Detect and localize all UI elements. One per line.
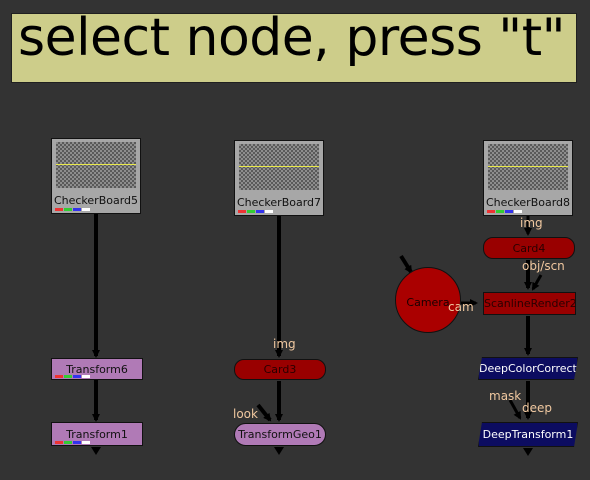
edge-objscn-input bbox=[531, 274, 543, 291]
node-label: CheckerBoard8 bbox=[485, 196, 571, 209]
output-arrow-deeptransform1 bbox=[523, 448, 533, 456]
channel-indicator bbox=[55, 375, 91, 378]
node-label: Card4 bbox=[512, 242, 546, 255]
node-checkerboard7[interactable]: CheckerBoard7 bbox=[234, 140, 324, 216]
node-card4[interactable]: Card4 bbox=[483, 237, 575, 259]
input-label-cam: cam bbox=[448, 300, 474, 314]
node-label: DeepTransform1 bbox=[482, 428, 574, 441]
checkerboard-thumbnail bbox=[56, 142, 136, 188]
edge-mask-input bbox=[508, 399, 522, 420]
channel-indicator bbox=[487, 210, 523, 213]
node-checkerboard8[interactable]: CheckerBoard8 bbox=[483, 140, 573, 216]
node-transform1[interactable]: Transform1 bbox=[51, 422, 143, 446]
node-label: Camera bbox=[406, 296, 450, 309]
node-deepcolorcorrect1[interactable]: DeepColorCorrect1 bbox=[478, 357, 578, 380]
node-label: Card3 bbox=[263, 363, 297, 376]
edge-look-input bbox=[256, 403, 272, 422]
checkerboard-thumbnail bbox=[239, 144, 319, 190]
channel-indicator bbox=[55, 441, 91, 444]
node-scanlinerender2[interactable]: ScanlineRender2 bbox=[483, 292, 577, 315]
input-label-obj-scn: obj/scn bbox=[522, 259, 565, 273]
node-label: CheckerBoard5 bbox=[53, 194, 139, 207]
instruction-text: select node, press "t" bbox=[18, 8, 566, 68]
node-label: CheckerBoard7 bbox=[236, 196, 322, 209]
node-transformgeo1[interactable]: TransformGeo1 bbox=[234, 423, 326, 446]
channel-indicator bbox=[238, 210, 274, 213]
node-camera[interactable]: Camera bbox=[395, 267, 461, 333]
input-label-look: look bbox=[233, 407, 258, 421]
node-card3[interactable]: Card3 bbox=[234, 359, 326, 380]
node-label: Transform1 bbox=[66, 428, 128, 441]
node-label: DeepColorCorrect1 bbox=[479, 362, 584, 375]
output-arrow-transformgeo1 bbox=[274, 447, 284, 455]
channel-indicator bbox=[55, 208, 91, 211]
node-label: TransformGeo1 bbox=[238, 428, 322, 441]
input-label-img: img bbox=[273, 337, 296, 351]
input-label-img: img bbox=[520, 216, 543, 230]
node-label: Transform6 bbox=[66, 363, 128, 376]
edge-camera-input bbox=[399, 254, 413, 274]
input-label-deep: deep bbox=[522, 401, 552, 415]
node-transform6[interactable]: Transform6 bbox=[51, 358, 143, 380]
instruction-banner: select node, press "t" bbox=[11, 8, 577, 83]
input-label-mask: mask bbox=[489, 389, 522, 403]
output-arrow-transform1 bbox=[91, 447, 101, 455]
node-checkerboard5[interactable]: CheckerBoard5 bbox=[51, 138, 141, 214]
checkerboard-thumbnail bbox=[488, 144, 568, 190]
node-deeptransform1[interactable]: DeepTransform1 bbox=[478, 422, 578, 447]
node-label: ScanlineRender2 bbox=[484, 297, 577, 310]
